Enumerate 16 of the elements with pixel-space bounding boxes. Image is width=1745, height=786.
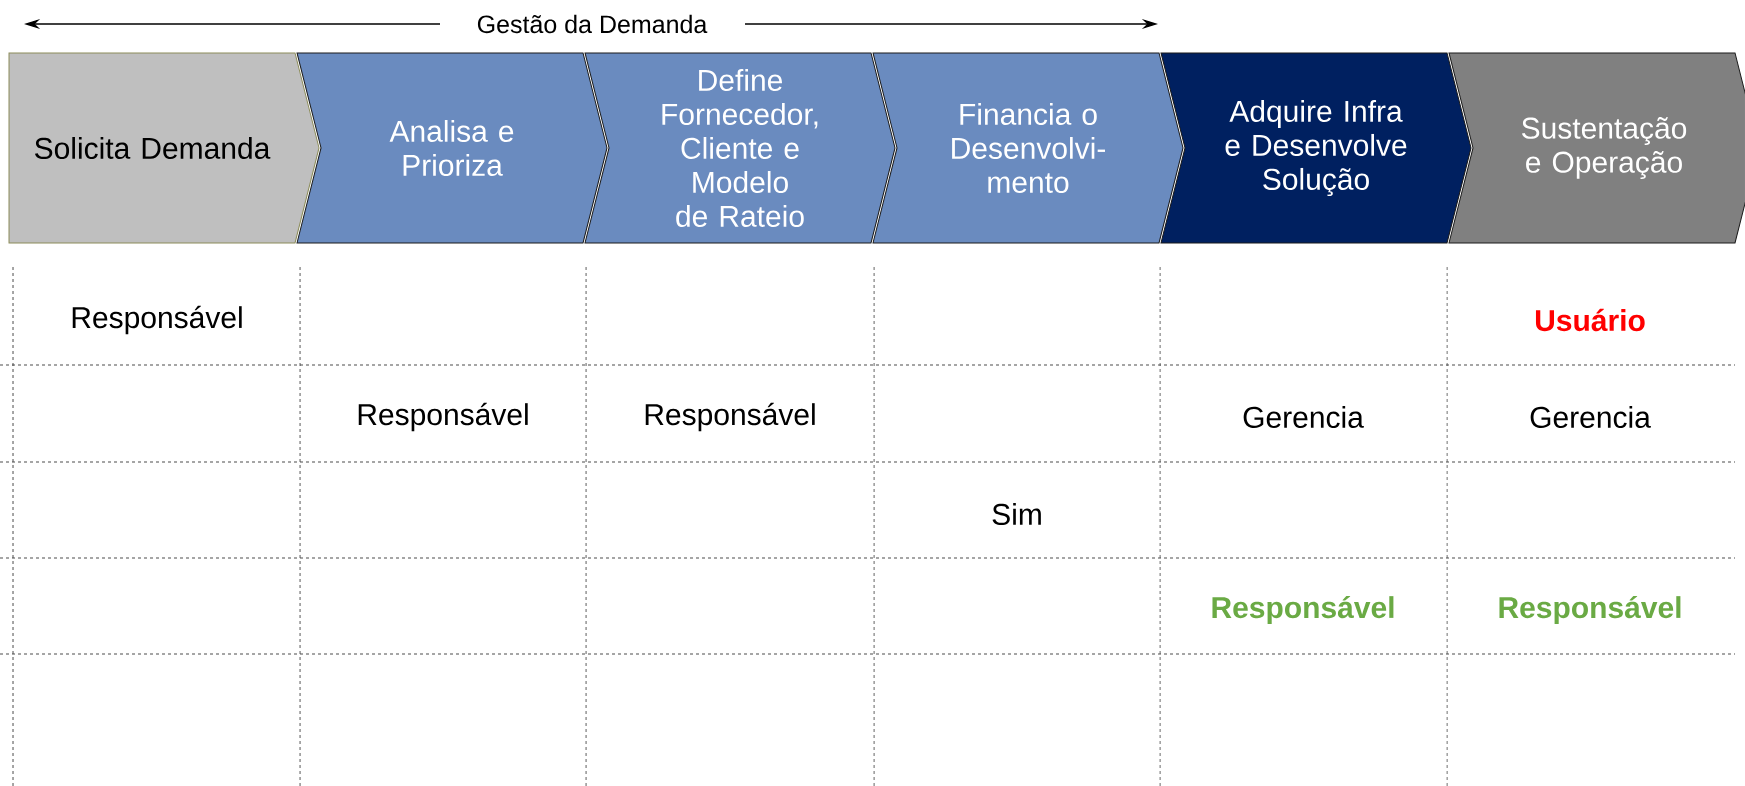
cell-text: Responsável [358,402,528,432]
span-label: Gestão da Demanda [477,14,708,34]
chevron-step: Adquire Infra e Desenvolve Solução [1160,52,1472,244]
cell-text: Responsável [645,402,815,432]
cell-text: Responsável [1499,595,1681,625]
chevron-step: Sustentação e Operação [1448,52,1745,244]
cell-text: Responsável [1212,595,1394,625]
chevron-step: Analisa e Prioriza [296,52,608,244]
cell-text: Responsável [72,305,242,335]
chevron-step: Define Fornecedor, Cliente e Modelo de Rateio [584,52,896,244]
cell-text: Usuário [1535,308,1645,332]
cell-text: Sim [992,503,1041,525]
chevron-step: Solicita Demanda [8,52,320,244]
cell-text: Gerencia [1530,406,1651,428]
cell-text: Gerencia [1243,406,1364,428]
chevron-step: Financia o Desenvolvi- mento [872,52,1184,244]
